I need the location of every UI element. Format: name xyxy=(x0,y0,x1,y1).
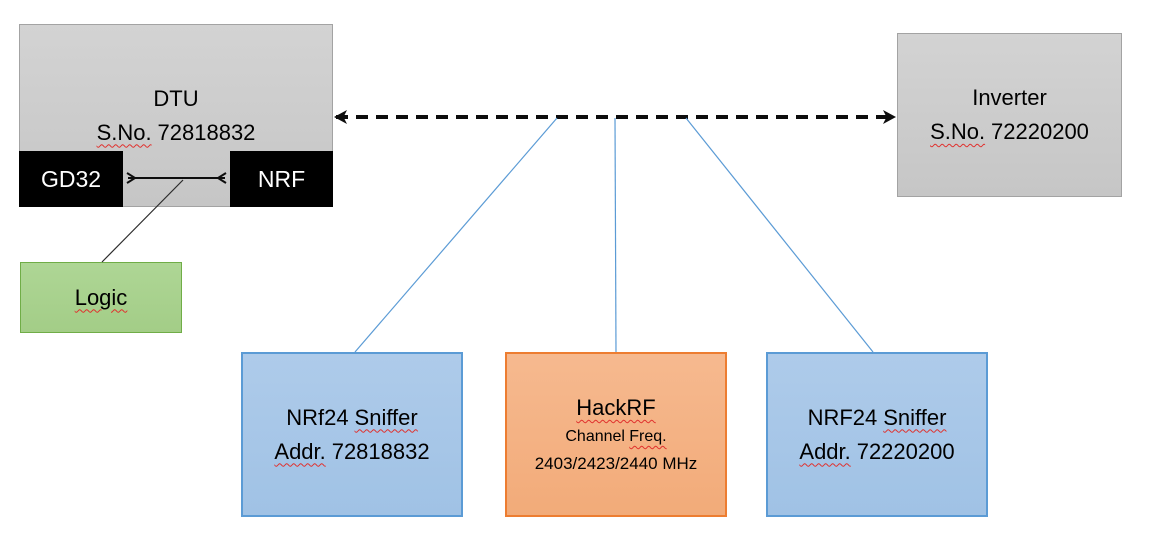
logic-box: Logic xyxy=(20,262,182,333)
hackrf-connector-line xyxy=(614,117,617,353)
sniffer-right-addr-label: Addr. xyxy=(799,438,851,464)
sniffer-left-name-suffix: Sniffer xyxy=(354,404,418,430)
dtu-serial-line: S.No.72818832 xyxy=(97,116,256,150)
inverter-serial-label: S.No. xyxy=(930,119,986,144)
gd32-chip-box: GD32 xyxy=(19,151,123,207)
inverter-title: Inverter xyxy=(972,85,1047,110)
hackrf-title: HackRF xyxy=(576,392,655,424)
sniffer-right-connector-line xyxy=(685,117,874,353)
sniffer-left-connector-line xyxy=(354,117,558,353)
dtu-title: DTU xyxy=(153,85,199,111)
sniffer-left-addr-number: 72818832 xyxy=(331,438,430,464)
gd32-label: GD32 xyxy=(40,165,102,192)
hackrf-channel-word: Channel xyxy=(565,428,625,445)
dtu-serial-label: S.No. xyxy=(96,119,152,145)
inverter-serial-line: S.No.72220200 xyxy=(930,115,1089,149)
sniffer-left-addr-line: Addr.72818832 xyxy=(274,435,429,469)
sniffer-left-name-prefix: NRf24 xyxy=(286,404,349,430)
hackrf-frequencies: 2403/2423/2440 MHz xyxy=(534,454,698,473)
sniffer-right-addr-number: 72220200 xyxy=(856,438,955,464)
inverter-serial-number: 72220200 xyxy=(991,119,1089,144)
sniffer-right-name-prefix: NRF24 xyxy=(807,404,878,430)
dtu-serial-number: 72818832 xyxy=(157,119,256,145)
sniffer-right-addr-line: Addr.72220200 xyxy=(799,435,954,469)
sniffer-left-addr-label: Addr. xyxy=(274,438,326,464)
logic-label: Logic xyxy=(74,284,128,310)
inverter-box: Inverter S.No.72220200 xyxy=(897,33,1122,197)
sniffer-right-name-suffix: Sniffer xyxy=(883,404,947,430)
nrf-chip-box: NRF xyxy=(230,151,333,207)
nrf-label: NRF xyxy=(257,165,306,192)
hackrf-freq-word: Freq. xyxy=(629,428,667,445)
hackrf-title-text: HackRF xyxy=(576,395,656,420)
